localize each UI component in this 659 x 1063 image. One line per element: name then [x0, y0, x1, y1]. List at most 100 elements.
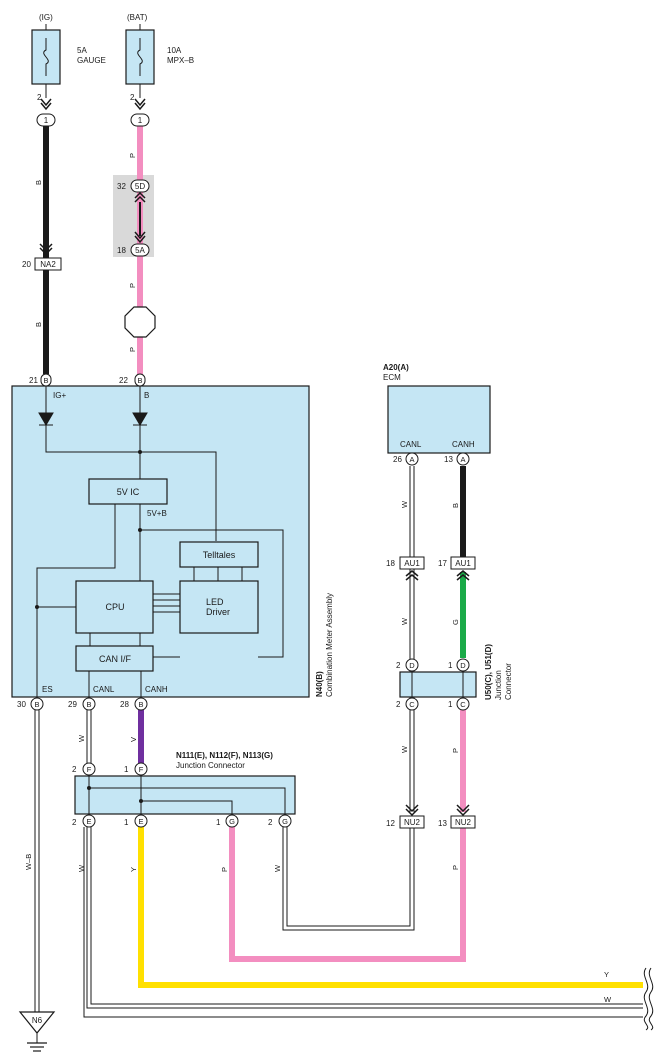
meter-conn-canl [82, 697, 96, 711]
meter-name: Combination Meter Assembly [325, 593, 334, 697]
fuse-ig-rating: 5A [77, 46, 87, 55]
connector-5a-body [130, 243, 150, 257]
connector-au1-l-label: AU1 [404, 559, 420, 568]
wire-label-g-au: G [451, 619, 460, 625]
node-es [35, 605, 39, 609]
fuse-bat-icon [137, 38, 143, 76]
connector-au1-h-pin: 17 [438, 559, 447, 568]
meter-label-ig: IG+ [53, 391, 66, 400]
fuse-ig-conn [36, 113, 56, 127]
meter-label-canh: CANH [145, 685, 168, 694]
block-led-label-1: LED [206, 597, 224, 607]
ecm-conn-canh-label: A [460, 455, 465, 464]
wire-label-w-ecm: W [400, 500, 409, 508]
jl-conn-f2-label: F [139, 765, 144, 774]
wire-label-p3: P [128, 347, 137, 352]
meter-pin-canl: 29 [68, 700, 77, 709]
jl-node-2 [139, 799, 143, 803]
connector-nu2-l-pin: 12 [386, 819, 395, 828]
node-bus [138, 450, 142, 454]
wire-break-symbol-2 [648, 967, 654, 1031]
block-telltales-label: Telltales [203, 550, 236, 560]
connector-5a: 18 5A [117, 231, 150, 257]
meter-pin-b: 22 [119, 376, 128, 385]
int-es [36, 504, 116, 697]
block-can-if [75, 645, 154, 672]
label-5v-b: 5V+B [147, 509, 167, 518]
jl-pin-f2: 1 [124, 765, 129, 774]
block-5v-ic [88, 478, 168, 505]
jl-f1-g2 [89, 787, 286, 815]
ecm-label-canl: CANL [400, 440, 422, 449]
ground-label: N6 [32, 1016, 43, 1025]
fuse-ig-pin: 2 [37, 93, 42, 102]
fuse-ig-arrow [40, 98, 52, 111]
ecm-conn-canl [405, 452, 419, 466]
fuse-bat: (BAT) 10A MPX–B 2 1 [125, 13, 194, 127]
wire-label-v-canh: V [129, 737, 138, 742]
ground-triangle [18, 1011, 56, 1034]
wire-label-p1: P [128, 153, 137, 158]
fuse-bat-source: (BAT) [127, 13, 148, 22]
ecm-conn-canh [456, 452, 470, 466]
fuse-ig-name: GAUGE [77, 56, 106, 65]
wire-w-e2 [86, 827, 643, 1009]
wire-label-p-nu: P [451, 865, 460, 870]
connector-nu2-h-arrow [456, 804, 470, 817]
ecm-conn-canl-label: A [409, 455, 414, 464]
connector-nu2-l-label: NU2 [404, 818, 421, 827]
wire-label-p-jc: P [451, 748, 460, 753]
wire-label-b1: B [34, 180, 43, 185]
wire-label-w-au: W [400, 617, 409, 625]
connector-au1-l: 18 AU1 [386, 556, 425, 581]
jl-conn-e2 [134, 814, 148, 828]
block-led-driver [179, 580, 259, 634]
wire-label-w-e2: W [77, 864, 86, 872]
meter-conn-ig-label: B [43, 376, 48, 385]
jl-conn-f1-label: F [87, 765, 92, 774]
jr-pin-c2: 1 [448, 700, 453, 709]
connector-na2-label: NA2 [40, 260, 56, 269]
jr-conn-c2-label: C [460, 700, 466, 709]
jl-pin-e1: 2 [72, 818, 77, 827]
connector-nu2-h: 13 NU2 [438, 804, 476, 829]
jr-pin-d1: 2 [396, 661, 401, 670]
connector-au1-h-arrow [456, 570, 470, 581]
jl-body [74, 775, 296, 815]
meter-conn-es [30, 697, 44, 711]
meter-label-b: B [144, 391, 149, 400]
jl-pin-f1: 2 [72, 765, 77, 774]
wires [34, 126, 643, 1020]
jl-conn-g2 [278, 814, 292, 828]
meter-conn-es-label: B [34, 700, 39, 709]
connector-nu2-h-pin: 13 [438, 819, 447, 828]
ecm: A20(A) ECM CANL CANH 26 A 13 A [383, 363, 491, 466]
connector-na2-pin: 20 [22, 260, 31, 269]
jr-name-2: Connector [504, 663, 513, 700]
connector-na2-arrow [39, 243, 53, 256]
connector-5a-label: 5A [135, 246, 145, 255]
wire-y-e1 [138, 827, 643, 988]
meter-pin-ig: 21 [29, 376, 38, 385]
meter-pin-es: 30 [17, 700, 26, 709]
fuse-bat-name: MPX–B [167, 56, 194, 65]
jr-body [399, 671, 477, 698]
connector-na2-body [34, 257, 62, 271]
ecm-name: ECM [383, 373, 401, 382]
fuse-ig-icon [43, 38, 49, 76]
int-5vb-right [140, 529, 284, 658]
meter-conn-b-label: B [137, 376, 142, 385]
wire-label-p-g1: P [220, 867, 229, 872]
jr-conn-c1-label: C [409, 700, 415, 709]
wire-w-g2 [282, 827, 415, 931]
fuse-ig-source: (IG) [39, 13, 53, 22]
meter-conn-canh-label: B [138, 700, 143, 709]
connector-nu2-l-body [399, 815, 425, 829]
octagon-symbol [124, 306, 156, 338]
int-bus [45, 425, 217, 541]
wire-w-lower [83, 827, 643, 1018]
junction-left: N111(E), N112(F), N113(G) Junction Conne… [72, 751, 296, 828]
jl-conn-g2-label: G [282, 817, 288, 826]
connector-na2: 20 NA2 [22, 243, 62, 271]
